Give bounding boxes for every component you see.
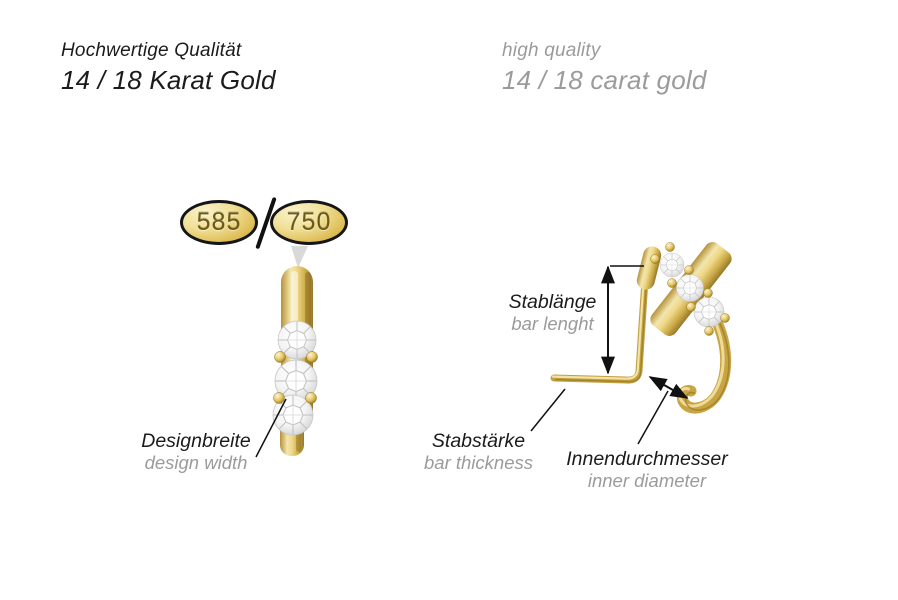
header-english-title: 14 / 18 carat gold — [502, 65, 707, 95]
label-design-width-de: Designbreite — [141, 430, 251, 452]
dimension-annotations — [255, 265, 689, 458]
label-bar-length-en: bar lenght — [511, 313, 594, 334]
nose-stud-side-view — [553, 242, 732, 410]
header-english: high quality 14 / 18 carat gold — [502, 40, 707, 96]
hallmark-badge-585: 585 — [180, 200, 258, 245]
inner-diameter-pointer-line — [637, 390, 669, 445]
label-inner-diameter: Innendurchmesser inner diameter — [551, 448, 743, 492]
nose-stud-front-view — [272, 266, 318, 456]
label-bar-thickness-de: Stabstärke — [431, 430, 526, 452]
label-design-width: Designbreite design width — [106, 430, 286, 474]
label-bar-length: Stablänge bar lenght — [465, 291, 640, 335]
label-design-width-en: design width — [144, 452, 248, 473]
header-english-subtitle: high quality — [502, 40, 601, 61]
header-german: Hochwertige Qualität 14 / 18 Karat Gold — [61, 40, 276, 96]
label-inner-diameter-de: Innendurchmesser — [566, 448, 728, 470]
header-german-subtitle: Hochwertige Qualität — [61, 40, 242, 61]
hallmark-badge-750: 750 — [270, 200, 348, 245]
header-german-title: 14 / 18 Karat Gold — [61, 65, 276, 95]
design-width-pointer-line — [255, 398, 287, 458]
inner-diameter-dimension-arrow — [648, 376, 689, 399]
label-inner-diameter-en: inner diameter — [587, 470, 707, 491]
label-bar-thickness: Stabstärke bar thickness — [391, 430, 566, 474]
label-bar-length-de: Stablänge — [508, 291, 597, 313]
label-bar-thickness-en: bar thickness — [424, 452, 533, 473]
badge-pointer-triangle — [291, 246, 308, 268]
bar-thickness-pointer-line — [530, 388, 566, 432]
